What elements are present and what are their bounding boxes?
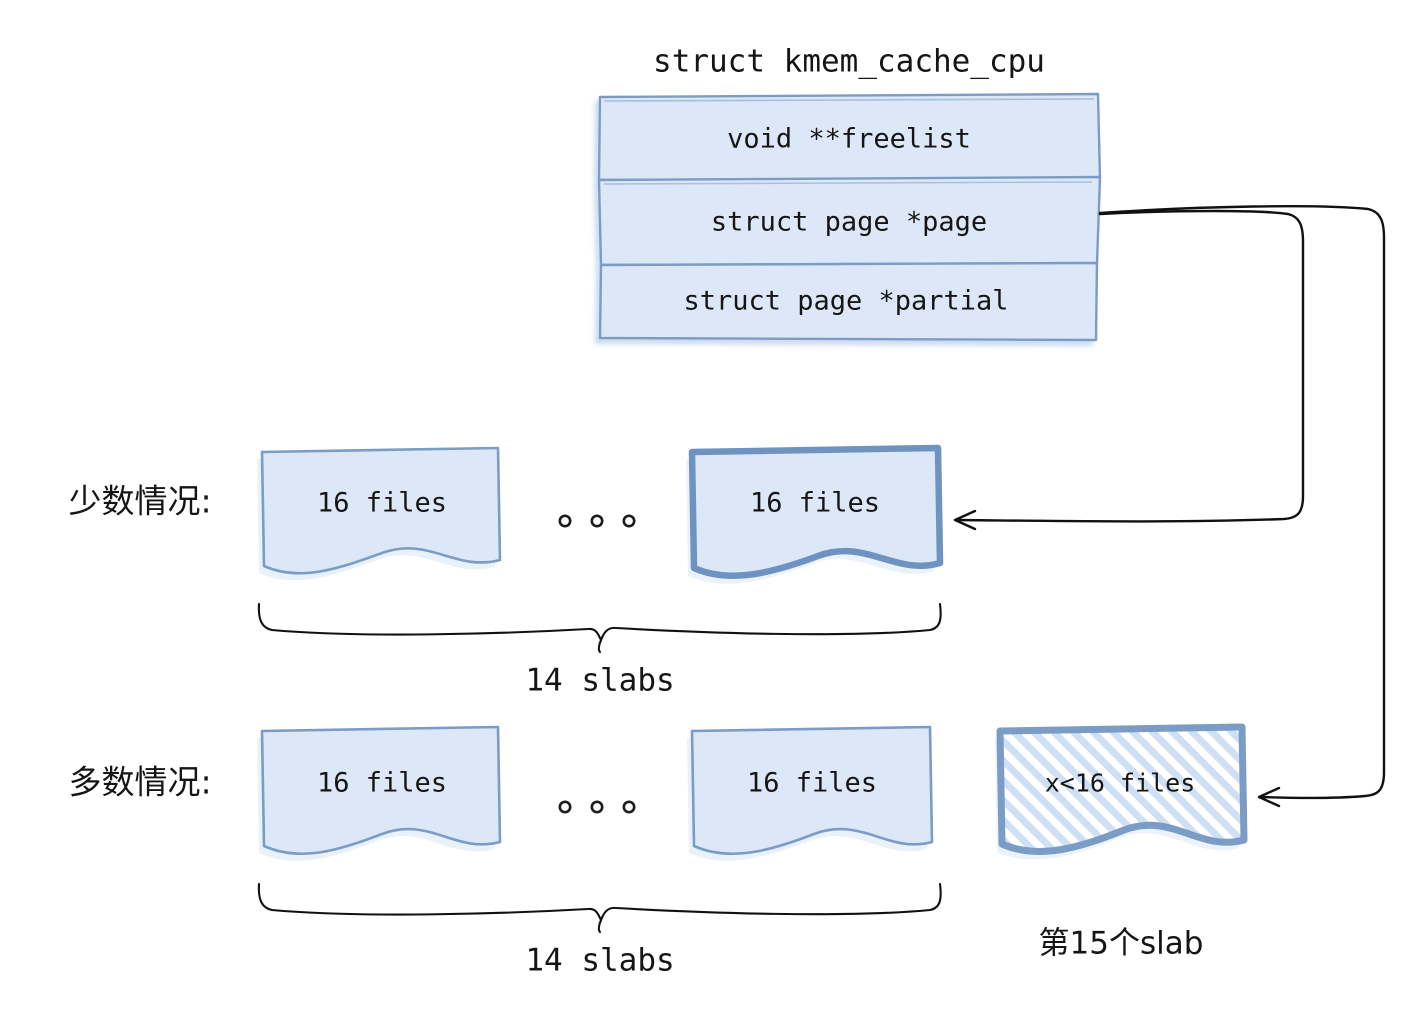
brace-label-minority: 14 slabs — [525, 662, 675, 699]
brace-minority — [257, 602, 942, 654]
diagram-title: struct kmem_cache_cpu — [653, 43, 1045, 80]
row-label-minority: 少数情况: — [68, 481, 212, 521]
slab-majority-last-label: 16 files — [746, 767, 878, 799]
struct-field-freelist-label: void **freelist — [727, 123, 971, 155]
slab-minority-first-label: 16 files — [316, 487, 448, 519]
struct-field-page-label: struct page *page — [710, 206, 988, 238]
arrow-page-to-fifteenth-slab — [1098, 205, 1386, 808]
row-label-majority: 多数情况: — [68, 762, 212, 802]
brace-majority — [257, 882, 942, 934]
brace-label-majority: 14 slabs — [525, 942, 675, 979]
struct-box — [597, 92, 1102, 342]
slab-fifteenth-label: x<16 files — [1044, 768, 1196, 798]
struct-field-partial-label: struct page *partial — [683, 285, 1009, 317]
slab-majority-first-label: 16 files — [316, 767, 448, 799]
slab-fifteenth-caption: 第15个slab — [1038, 925, 1204, 962]
struct-field-partial[interactable] — [598, 261, 1099, 342]
arrow-page-to-minority-slab — [953, 209, 1305, 531]
slab-fifteenth-hatched[interactable] — [995, 723, 1248, 860]
slab-minority-first[interactable] — [257, 446, 502, 581]
slab-minority-last[interactable] — [686, 444, 944, 584]
ellipsis-minority — [558, 514, 636, 528]
slab-majority-first[interactable] — [257, 725, 502, 861]
ellipsis-majority — [558, 800, 636, 814]
slab-majority-last[interactable] — [687, 725, 934, 861]
slab-minority-last-label: 16 files — [749, 487, 881, 519]
